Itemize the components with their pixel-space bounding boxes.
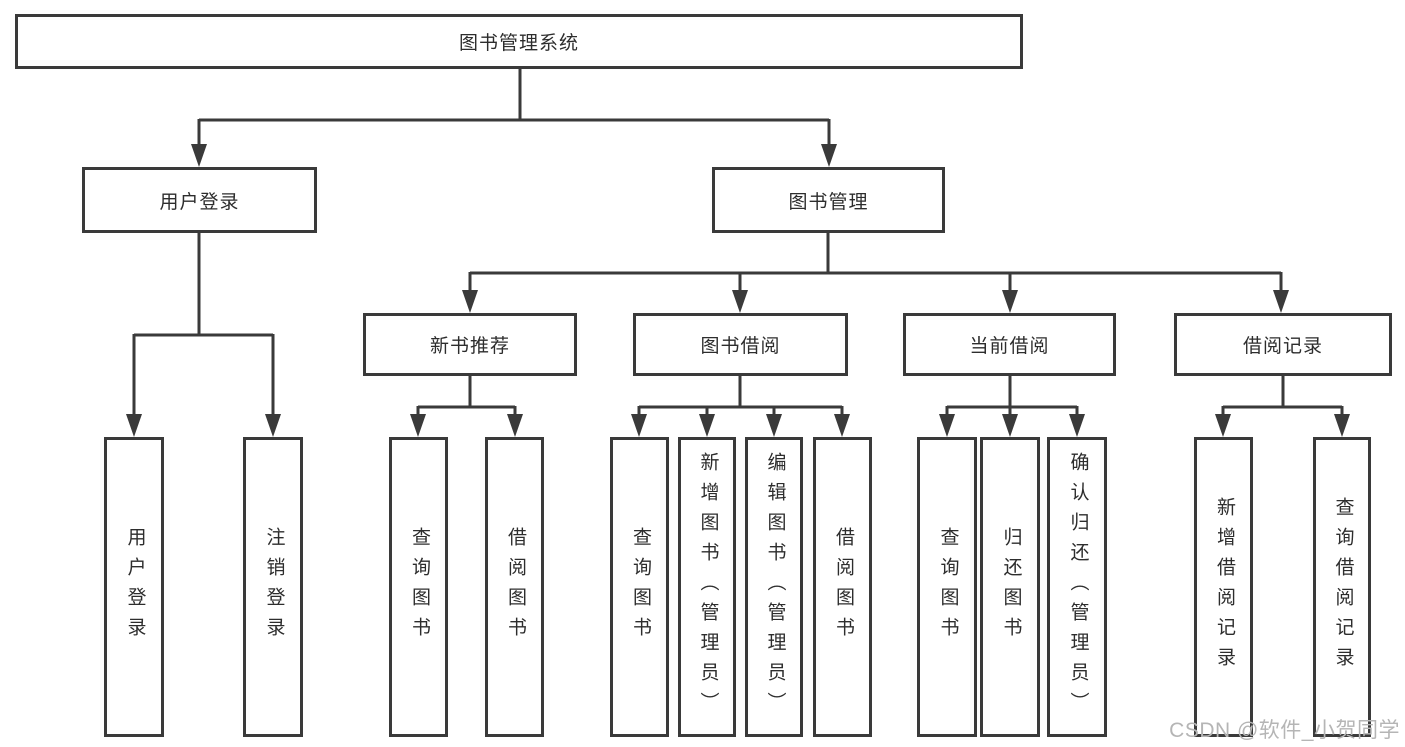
node-book-borrowing-label: 图书借阅	[700, 336, 781, 357]
leaf-user-login: 用户登录	[104, 437, 164, 737]
node-book-borrowing: 图书借阅	[633, 313, 848, 376]
leaf-add-borrow-record: 新增借阅记录	[1194, 437, 1253, 737]
leaf-add-book-admin-label: 新增图书（管理员）	[697, 452, 719, 722]
node-current-borrowing: 当前借阅	[903, 313, 1116, 376]
node-user-login-label: 用户登录	[159, 191, 240, 213]
node-current-borrowing-label: 当前借阅	[969, 336, 1050, 357]
leaf-query-borrow-record-label: 查询借阅记录	[1332, 497, 1354, 677]
leaf-query-books-2: 查询图书	[610, 437, 669, 737]
leaf-user-login-label: 用户登录	[124, 527, 146, 647]
leaf-query-books-2-label: 查询图书	[629, 527, 651, 647]
arrowhead-path	[126, 144, 1350, 437]
leaf-query-books-3: 查询图书	[917, 437, 977, 737]
node-book-management-label: 图书管理	[788, 191, 869, 213]
leaf-borrow-books-1-label: 借阅图书	[504, 527, 526, 647]
node-root-system-label: 图书管理系统	[458, 33, 579, 54]
leaf-edit-book-admin-label: 编辑图书（管理员）	[764, 452, 786, 722]
leaf-return-book: 归还图书	[980, 437, 1040, 737]
leaf-borrow-books-2: 借阅图书	[813, 437, 872, 737]
leaf-logout-label: 注销登录	[263, 527, 285, 647]
leaf-query-borrow-record: 查询借阅记录	[1313, 437, 1371, 737]
leaf-query-books-1-label: 查询图书	[408, 527, 430, 647]
leaf-query-books-1: 查询图书	[389, 437, 448, 737]
node-root-system: 图书管理系统	[15, 14, 1023, 69]
node-new-book-recommendation-label: 新书推荐	[429, 336, 510, 357]
leaf-borrow-books-1: 借阅图书	[485, 437, 544, 737]
node-borrowing-records: 借阅记录	[1174, 313, 1392, 376]
leaf-edit-book-admin: 编辑图书（管理员）	[745, 437, 803, 737]
connector-path	[132, 67, 1344, 419]
leaf-borrow-books-2-label: 借阅图书	[832, 527, 854, 647]
leaf-add-book-admin: 新增图书（管理员）	[678, 437, 736, 737]
leaf-logout: 注销登录	[243, 437, 303, 737]
csdn-watermark: CSDN @软件_小贺同学	[1169, 719, 1400, 742]
node-new-book-recommendation: 新书推荐	[363, 313, 577, 376]
leaf-confirm-return-admin: 确认归还（管理员）	[1047, 437, 1107, 737]
leaf-add-borrow-record-label: 新增借阅记录	[1213, 497, 1235, 677]
leaf-return-book-label: 归还图书	[1000, 527, 1022, 647]
leaf-confirm-return-admin-label: 确认归还（管理员）	[1067, 452, 1089, 722]
node-user-login: 用户登录	[82, 167, 317, 233]
node-borrowing-records-label: 借阅记录	[1242, 336, 1323, 357]
node-book-management: 图书管理	[712, 167, 945, 233]
leaf-query-books-3-label: 查询图书	[937, 527, 959, 647]
